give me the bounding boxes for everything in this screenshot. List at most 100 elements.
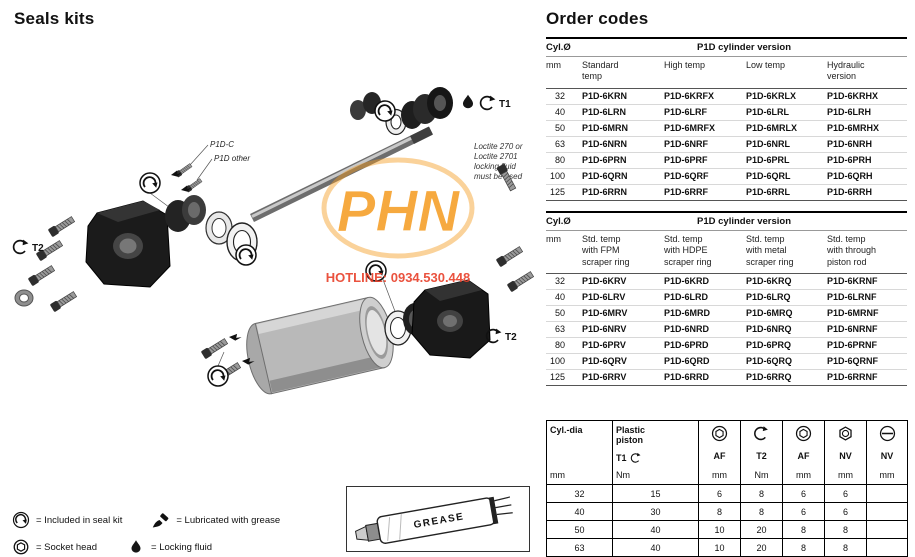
order-table-scraper-versions: Cyl.Ø P1D cylinder version mm Std. temp …	[546, 211, 908, 386]
cyl-dia-cell: 125	[546, 369, 582, 386]
order-code-cell: P1D-6NRF	[664, 136, 746, 153]
order-code-cell: P1D-6LRD	[664, 289, 746, 306]
col-header-cyl-dia: Cyl.-dia mm	[546, 420, 613, 485]
watermark-text: PHN	[337, 179, 461, 244]
t1-callout: T1	[462, 94, 511, 111]
order-code-cell: P1D-6RRQ	[746, 369, 827, 386]
order-code-cell: P1D-6KRHX	[827, 88, 908, 105]
order-code-cell: P1D-6MRNF	[827, 305, 908, 322]
value-cell	[866, 520, 908, 539]
label-t2-right: T2	[505, 332, 517, 343]
piston-rod	[250, 126, 434, 223]
col-header-low-temp: Low temp	[746, 56, 827, 89]
col-header-hdpe-scraper: Std. temp with HDPE scraper ring	[664, 230, 746, 274]
label-t1: T1	[499, 99, 511, 110]
order-code-cell: P1D-6KRFX	[664, 88, 746, 105]
col-header-af-socket: AF mm	[698, 420, 741, 485]
value-cell: 20	[740, 520, 783, 539]
col-label: Cyl.-dia	[550, 425, 583, 435]
legend-text: = Locking fluid	[151, 541, 213, 553]
page-title-order-codes: Order codes	[546, 9, 649, 28]
torque-icon	[12, 238, 30, 255]
col-label: T2	[756, 451, 767, 461]
value-cell	[866, 502, 908, 521]
value-cell: 8	[824, 538, 867, 557]
col-unit: mm	[550, 470, 565, 480]
droplet-icon	[462, 94, 474, 109]
order-code-cell: P1D-6NRD	[664, 321, 746, 338]
order-code-cell: P1D-6NRL	[746, 136, 827, 153]
right-screws	[495, 244, 535, 293]
small-bolts	[170, 162, 203, 194]
t2-left-callout: T2	[12, 238, 44, 255]
value-cell: 8	[698, 502, 741, 521]
order-code-cell: P1D-6MRV	[582, 305, 664, 322]
cyl-dia-cell: 80	[546, 152, 582, 169]
cyl-dia-cell: 32	[546, 273, 582, 290]
legend-item-seal-kit: = Included in seal kit	[12, 511, 122, 529]
col-unit: mm	[712, 470, 727, 480]
right-end-cap	[411, 279, 491, 359]
value-cell: 8	[782, 520, 825, 539]
col-header-mm: mm	[546, 56, 582, 89]
order-code-cell: P1D-6NRH	[827, 136, 908, 153]
value-cell: 40	[612, 520, 699, 539]
order-code-cell: P1D-6NRNF	[827, 321, 908, 338]
col-label: AF	[797, 451, 810, 461]
cyl-dia-cell: 50	[546, 305, 582, 322]
col-header-plastic-piston: Plastic piston T1 Nm	[612, 420, 699, 485]
order-code-cell: P1D-6RRF	[664, 184, 746, 201]
watermark-hotline: HOTLINE: 0934.530.448	[326, 270, 471, 285]
order-code-cell: P1D-6LRQ	[746, 289, 827, 306]
grease-tube-illustration: GREASE	[354, 496, 513, 544]
grease-tube-box: GREASE	[346, 486, 530, 552]
value-cell: 8	[782, 538, 825, 557]
order-code-cell: P1D-6LRNF	[827, 289, 908, 306]
value-cell: 6	[698, 484, 741, 503]
cyl-dia-cell: 32	[546, 88, 582, 105]
order-code-cell: P1D-6PRL	[746, 152, 827, 169]
col-label: NV	[839, 451, 852, 461]
value-cell: 15	[612, 484, 699, 503]
torque-header-row: Cyl.-dia mm Plastic piston T1 Nm	[546, 420, 908, 485]
order-code-cell: P1D-6QRF	[664, 168, 746, 185]
order-code-cell: P1D-6RRN	[582, 184, 664, 201]
value-cell: 8	[740, 484, 783, 503]
col-header-t2: T2 Nm	[740, 420, 783, 485]
order-code-cell: P1D-6MRHX	[827, 120, 908, 137]
legend-item-socket-head: = Socket head	[12, 538, 97, 556]
droplet-icon	[131, 540, 141, 553]
left-screws	[27, 214, 78, 313]
svg-text:must be used: must be used	[474, 172, 523, 181]
watermark-swoosh	[321, 157, 475, 259]
value-cell	[866, 538, 908, 557]
legend-item-locking-fluid: = Locking fluid	[127, 538, 212, 556]
cyl-dia-cell: 100	[546, 353, 582, 370]
col-label-t1: T1	[616, 452, 627, 463]
socket-head-icon	[13, 539, 29, 555]
cyl-dia-cell: 40	[546, 502, 613, 521]
cyl-dia-cell: 125	[546, 184, 582, 201]
torque-table: Cyl.-dia mm Plastic piston T1 Nm	[546, 420, 908, 557]
order-code-cell: P1D-6RRNF	[827, 369, 908, 386]
legend-text: = Lubricated with grease	[176, 514, 281, 526]
order-code-cell: P1D-6PRH	[827, 152, 908, 169]
col-group-header: P1D cylinder version	[582, 212, 908, 231]
col-header-fpm-scraper: Std. temp with FPM scraper ring	[582, 230, 664, 274]
col-header-nv-slot: NV mm	[866, 420, 908, 485]
cyl-dia-cell: 32	[546, 484, 613, 503]
svg-text:Loctite 2701: Loctite 2701	[474, 152, 518, 161]
cyl-dia-cell: 63	[546, 321, 582, 338]
legend-text: = Socket head	[36, 541, 98, 553]
order-code-cell: P1D-6MRN	[582, 120, 664, 137]
svg-text:Loctite 270 or: Loctite 270 or	[474, 142, 523, 151]
table-group-header-row: Cyl.Ø P1D cylinder version	[546, 212, 908, 231]
order-code-cell: P1D-6RRL	[746, 184, 827, 201]
col-header-mm: mm	[546, 230, 582, 274]
